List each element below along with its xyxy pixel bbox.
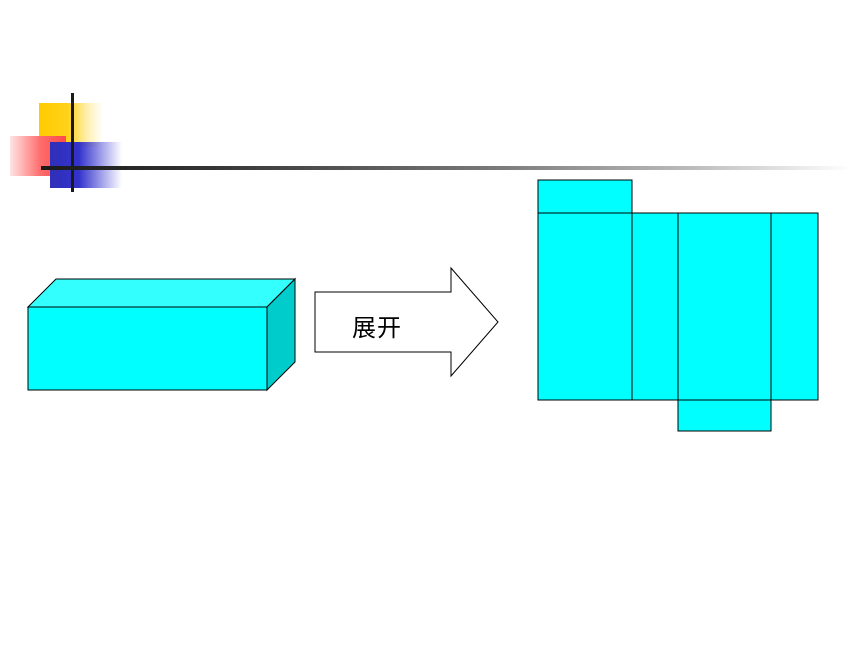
net-face-2 (631, 212, 679, 401)
unfold-arrow (314, 266, 499, 378)
arrow-label: 展开 (352, 314, 402, 342)
net-face-4 (770, 212, 819, 401)
blue-square-decoration (50, 142, 122, 188)
net-bottom-flap (677, 399, 772, 432)
title-underline-rule (41, 166, 851, 170)
vertical-rule (71, 93, 74, 192)
net-face-1 (537, 212, 633, 401)
net-top-flap (537, 179, 633, 214)
cuboid-front-face (27, 306, 268, 391)
net-face-3 (677, 212, 772, 401)
cuboid-top-face (26, 278, 297, 308)
cuboid (26, 277, 297, 392)
cuboid-net (537, 179, 819, 432)
